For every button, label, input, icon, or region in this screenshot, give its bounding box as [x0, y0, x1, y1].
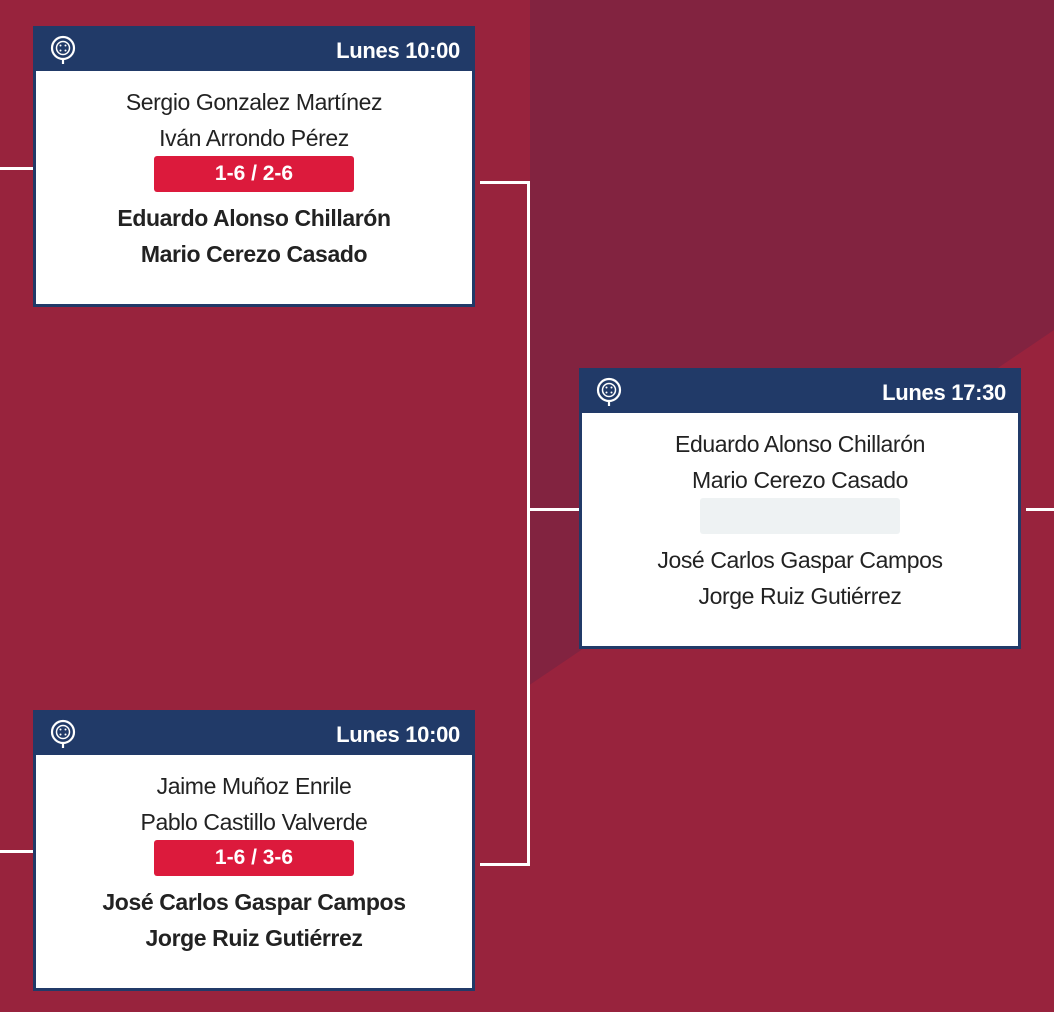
- match-header: Lunes 10:00: [36, 713, 472, 755]
- score-badge: 1-6 / 2-6: [154, 156, 354, 192]
- player-name-winner: José Carlos Gaspar Campos: [102, 889, 406, 915]
- bracket-line: [527, 508, 581, 511]
- bracket-line: [0, 850, 36, 853]
- player-name: Jaime Muñoz Enrile: [156, 773, 352, 799]
- match-time: Lunes 17:30: [882, 380, 1006, 405]
- player-name: José Carlos Gaspar Campos: [657, 547, 943, 573]
- bracket-line: [527, 181, 530, 866]
- player-name: Pablo Castillo Valverde: [140, 809, 368, 835]
- padel-racket-icon: [50, 719, 76, 748]
- bracket-line: [1026, 508, 1054, 511]
- player-name-winner: Eduardo Alonso Chillarón: [117, 205, 391, 231]
- player-name: Eduardo Alonso Chillarón: [675, 431, 925, 457]
- player-name: Mario Cerezo Casado: [691, 467, 909, 493]
- player-name: Sergio Gonzalez Martínez: [125, 89, 383, 115]
- match-header: Lunes 17:30: [582, 371, 1018, 413]
- player-name: Iván Arrondo Pérez: [159, 125, 349, 151]
- match-card[interactable]: Lunes 10:00 Sergio Gonzalez Martínez Ivá…: [33, 26, 475, 307]
- score-badge-empty: [700, 498, 900, 534]
- padel-racket-icon: [596, 377, 622, 406]
- bracket-line: [480, 863, 530, 866]
- padel-racket-icon: [50, 35, 76, 64]
- player-name-winner: Jorge Ruiz Gutiérrez: [145, 925, 363, 951]
- bracket-line: [480, 181, 530, 184]
- match-time: Lunes 10:00: [336, 722, 460, 747]
- match-card[interactable]: Lunes 17:30 Eduardo Alonso Chillarón Mar…: [579, 368, 1021, 649]
- match-time: Lunes 10:00: [336, 38, 460, 63]
- score-badge: 1-6 / 3-6: [154, 840, 354, 876]
- match-header: Lunes 10:00: [36, 29, 472, 71]
- player-name: Jorge Ruiz Gutiérrez: [698, 583, 902, 609]
- match-card[interactable]: Lunes 10:00 Jaime Muñoz Enrile Pablo Cas…: [33, 710, 475, 991]
- bracket-line: [0, 167, 36, 170]
- player-name-winner: Mario Cerezo Casado: [140, 241, 368, 267]
